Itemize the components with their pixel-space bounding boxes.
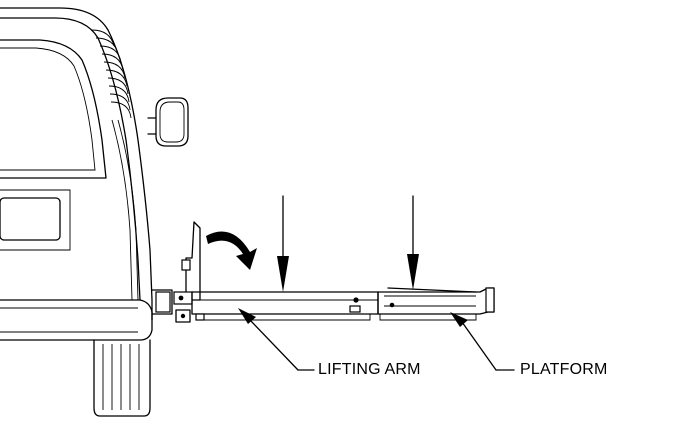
callout-leader-platform [450, 312, 515, 371]
load-arrow-platform-icon [407, 195, 419, 290]
lifting-arm-label: LIFTING ARM [318, 361, 421, 378]
lift-mast [173, 221, 201, 323]
load-arrow-arm-icon [277, 195, 289, 292]
lifting-arm [191, 291, 379, 321]
rear-bumper [0, 299, 153, 341]
vehicle-rear [0, 7, 189, 417]
window-ribs [91, 29, 132, 119]
platform [377, 287, 495, 321]
rotation-arrow-icon [206, 231, 257, 270]
mud-flap [93, 339, 151, 417]
side-mirror [147, 97, 189, 147]
platform-label: PLATFORM [520, 361, 608, 378]
callout-leader-lifting-arm [238, 308, 315, 371]
